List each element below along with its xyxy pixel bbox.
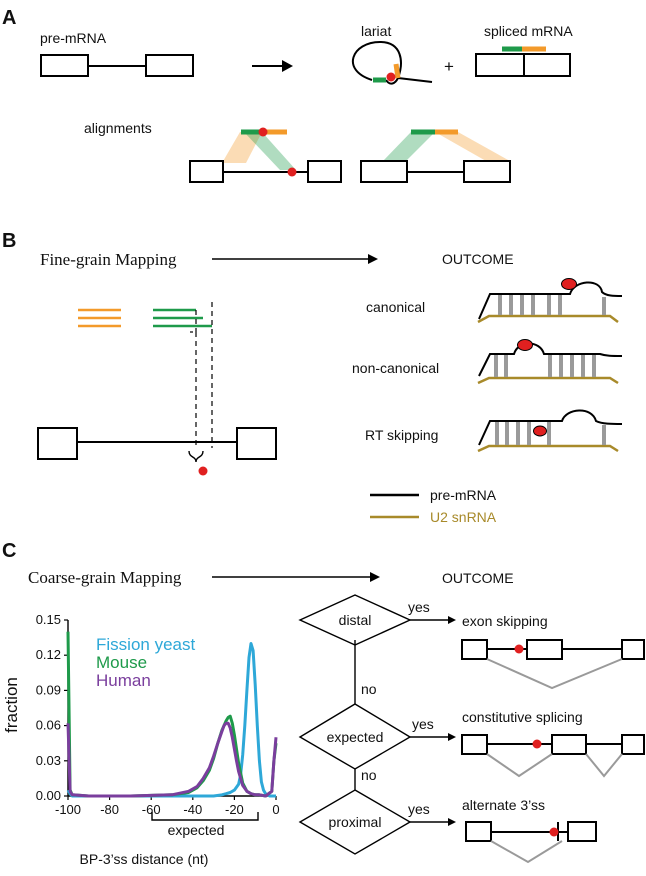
legend-mouse: Mouse [96,653,147,672]
arrow-right-icon [212,572,380,582]
x-tick-label: -100 [55,802,81,817]
alignments-label: alignments [84,120,152,136]
y-tick-label: 0.15 [36,612,61,627]
x-tick-label: 0 [272,802,279,817]
expected-bracket-label: expected [168,822,225,838]
legend-human: Human [96,671,151,690]
x-axis-label: BP-3’ss distance (nt) [80,851,209,867]
alignment-lariat-read [189,127,342,183]
y-tick-label: 0.00 [36,788,61,803]
panel-b-label: B [2,230,16,252]
outcome-exon-skipping: exon skipping [462,613,548,629]
decision-proximal: proximal yes [298,789,456,855]
legend-fission-yeast: Fission yeast [96,635,195,654]
coarse-grain-mapping-title: Coarse-grain Mapping [28,568,182,587]
chart-series [66,631,278,798]
legend-pre-mrna: pre-mRNA [430,487,497,503]
plus-sign: + [444,57,454,76]
decision-distal: distal yes [298,594,456,646]
x-tick-label: -60 [142,802,161,817]
alignment-spliced-read [360,129,511,183]
x-tick-label: -20 [225,802,244,817]
series-line-human [66,721,278,798]
decision-tree: no no distal yes expected yes proximal y… [298,594,645,864]
x-tick-label: -40 [183,802,202,817]
y-axis-label: fraction [2,677,21,733]
decision-expected-label: expected [327,729,384,745]
legend-b: pre-mRNA U2 snRNA [370,487,497,525]
pre-mrna-label: pre-mRNA [40,30,107,46]
decision-distal-label: distal [339,612,372,628]
y-tick-label: 0.06 [36,718,61,733]
decision-proximal-label: proximal [329,814,382,830]
outcome-row-canonical: canonical [366,299,425,315]
lariat-label: lariat [361,23,391,39]
y-tick-label: 0.09 [36,682,61,697]
spliced-mrna-label: spliced mRNA [484,23,573,39]
alternate-3ss-diagram [465,821,597,864]
bp-distance-chart: -100 -80 -60 -40 -20 0 0.00 0.03 0.06 0.09 0.12 0.1… [2,612,280,867]
pre-mrna-gene-a [40,54,194,77]
pairing-canonical [477,278,623,324]
exon-skipping-diagram [461,639,645,690]
constitutive-splicing-diagram [461,734,645,778]
outcome-constitutive-splicing: constitutive splicing [462,709,583,725]
panel-c-label: C [2,540,16,562]
yes-label-3: yes [408,801,430,817]
pairing-non-canonical [477,339,623,385]
x-tick-label: -80 [100,802,119,817]
arrow-right-icon [212,254,378,264]
expected-bracket: expected [151,812,259,838]
outcome-row-rt-skipping: RT skipping [365,427,438,443]
legend-u2-snrna: U2 snRNA [430,509,497,525]
read-fragments [78,302,213,448]
yes-label-1: yes [408,599,430,615]
no-label-1: no [361,681,377,697]
pairing-rt-skipping [477,409,623,453]
outcome-row-non-canonical: non-canonical [352,360,439,376]
no-label-2: no [361,767,377,783]
fine-grain-mapping-title: Fine-grain Mapping [40,250,177,269]
y-tick-label: 0.03 [36,753,61,768]
arrow-right-icon [252,60,293,72]
panel-a-label: A [2,7,16,29]
outcome-title-b: OUTCOME [442,251,514,267]
outcome-title-c: OUTCOME [442,570,514,586]
pre-mrna-gene-b [37,427,277,476]
lariat-diagram [351,40,433,85]
decision-expected: expected yes [298,703,456,770]
outcome-alternate-3ss: alternate 3’ss [462,797,545,813]
y-tick-label: 0.12 [36,647,61,662]
spliced-mrna [475,46,571,77]
yes-label-2: yes [412,716,434,732]
